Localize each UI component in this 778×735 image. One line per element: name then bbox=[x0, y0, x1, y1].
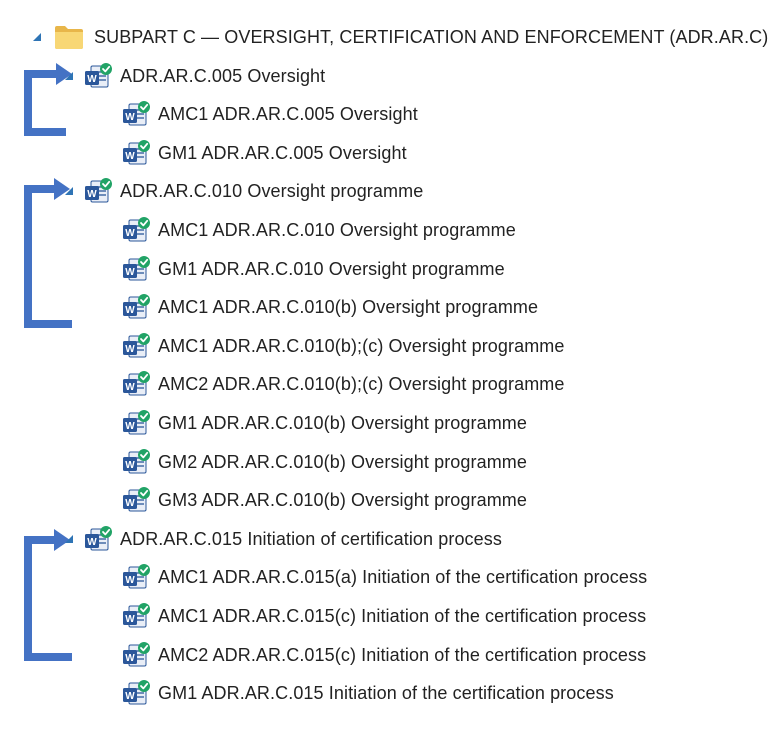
document-label: AMC1 ADR.AR.C.015(c) Initiation of the c… bbox=[158, 605, 647, 626]
word-doc-synced-icon: W bbox=[123, 294, 150, 319]
tree-row-document[interactable]: W GM1 ADR.AR.C.010(b) Oversight programm… bbox=[122, 407, 527, 439]
collapse-toggle[interactable] bbox=[30, 21, 44, 53]
tree-row-group[interactable]: W ADR.AR.C.010 Oversight programme bbox=[62, 175, 423, 207]
word-doc-synced-icon: W bbox=[85, 526, 112, 551]
document-label: GM3 ADR.AR.C.010(b) Oversight programme bbox=[158, 489, 528, 510]
tree-row-document[interactable]: W GM3 ADR.AR.C.010(b) Oversight programm… bbox=[122, 484, 527, 516]
word-doc-synced-icon: W bbox=[85, 63, 112, 88]
word-doc-synced-icon: W bbox=[123, 256, 150, 281]
document-label: AMC1 ADR.AR.C.015(a) Initiation of the c… bbox=[158, 566, 648, 587]
document-label: GM1 ADR.AR.C.015 Initiation of the certi… bbox=[158, 682, 614, 703]
svg-text:W: W bbox=[125, 691, 135, 702]
tree-row-document[interactable]: W GM1 ADR.AR.C.015 Initiation of the cer… bbox=[122, 677, 614, 709]
folder-label: SUBPART C — OVERSIGHT, CERTIFICATION AND… bbox=[94, 26, 769, 47]
tree-row-document[interactable]: W AMC1 ADR.AR.C.015(a) Initiation of the… bbox=[122, 561, 647, 593]
word-doc-synced-icon: W bbox=[123, 487, 150, 512]
expanded-triangle-icon bbox=[65, 72, 73, 80]
tree-row-document[interactable]: W GM2 ADR.AR.C.010(b) Oversight programm… bbox=[122, 446, 527, 478]
word-doc-synced-icon: W bbox=[123, 217, 150, 242]
tree-row-document[interactable]: W AMC2 ADR.AR.C.015(c) Initiation of the… bbox=[122, 639, 646, 671]
tree-row-group[interactable]: W ADR.AR.C.015 Initiation of certificati… bbox=[62, 523, 502, 555]
tree-row-group[interactable]: W ADR.AR.C.005 Oversight bbox=[62, 60, 325, 92]
word-doc-synced-icon: W bbox=[123, 642, 150, 667]
expanded-triangle-icon bbox=[65, 187, 73, 195]
document-label: AMC1 ADR.AR.C.010(b) Oversight programme bbox=[158, 296, 539, 317]
document-label: GM1 ADR.AR.C.005 Oversight bbox=[158, 142, 407, 163]
bracket-group-005 bbox=[24, 70, 66, 136]
svg-text:W: W bbox=[125, 305, 135, 316]
tree-row-document[interactable]: W GM1 ADR.AR.C.010 Oversight programme bbox=[122, 253, 505, 285]
tree-row-document[interactable]: W GM1 ADR.AR.C.005 Oversight bbox=[122, 137, 407, 169]
word-doc-synced-icon: W bbox=[123, 371, 150, 396]
tree-row-document[interactable]: W AMC1 ADR.AR.C.010(b) Oversight program… bbox=[122, 291, 538, 323]
svg-text:W: W bbox=[125, 421, 135, 432]
word-doc-synced-icon: W bbox=[123, 680, 150, 705]
document-label: AMC1 ADR.AR.C.010 Oversight programme bbox=[158, 219, 516, 240]
word-doc-synced-icon: W bbox=[85, 178, 112, 203]
bracket-group-015 bbox=[24, 536, 72, 661]
tree-row-document[interactable]: W AMC1 ADR.AR.C.015(c) Initiation of the… bbox=[122, 600, 646, 632]
group-label: ADR.AR.C.010 Oversight programme bbox=[120, 180, 424, 201]
tree-row-document[interactable]: W AMC1 ADR.AR.C.010 Oversight programme bbox=[122, 214, 516, 246]
collapse-toggle[interactable] bbox=[62, 523, 76, 555]
svg-text:W: W bbox=[125, 614, 135, 625]
svg-text:W: W bbox=[125, 151, 135, 162]
svg-text:W: W bbox=[125, 112, 135, 123]
bracket-group-010 bbox=[24, 185, 72, 328]
svg-text:W: W bbox=[125, 460, 135, 471]
word-doc-synced-icon: W bbox=[123, 410, 150, 435]
svg-text:W: W bbox=[125, 653, 135, 664]
document-label: AMC2 ADR.AR.C.010(b);(c) Oversight progr… bbox=[158, 373, 565, 394]
svg-text:W: W bbox=[125, 228, 135, 239]
tree-row-document[interactable]: W AMC2 ADR.AR.C.010(b);(c) Oversight pro… bbox=[122, 368, 565, 400]
svg-text:W: W bbox=[87, 537, 97, 548]
svg-text:W: W bbox=[125, 344, 135, 355]
document-label: AMC1 ADR.AR.C.005 Oversight bbox=[158, 103, 418, 124]
svg-text:W: W bbox=[125, 382, 135, 393]
svg-text:W: W bbox=[87, 189, 97, 200]
document-label: AMC1 ADR.AR.C.010(b);(c) Oversight progr… bbox=[158, 335, 565, 356]
group-label: ADR.AR.C.005 Oversight bbox=[120, 65, 326, 86]
document-label: GM1 ADR.AR.C.010 Oversight programme bbox=[158, 258, 505, 279]
word-doc-synced-icon: W bbox=[123, 333, 150, 358]
collapse-toggle[interactable] bbox=[62, 175, 76, 207]
svg-text:W: W bbox=[125, 575, 135, 586]
word-doc-synced-icon: W bbox=[123, 449, 150, 474]
svg-text:W: W bbox=[87, 74, 97, 85]
folder-icon bbox=[55, 26, 83, 49]
tree-row-document[interactable]: W AMC1 ADR.AR.C.005 Oversight bbox=[122, 98, 418, 130]
word-doc-synced-icon: W bbox=[123, 101, 150, 126]
document-label: GM1 ADR.AR.C.010(b) Oversight programme bbox=[158, 412, 528, 433]
word-doc-synced-icon: W bbox=[123, 140, 150, 165]
document-label: GM2 ADR.AR.C.010(b) Oversight programme bbox=[158, 451, 528, 472]
document-label: AMC2 ADR.AR.C.015(c) Initiation of the c… bbox=[158, 644, 647, 665]
svg-text:W: W bbox=[125, 267, 135, 278]
svg-text:W: W bbox=[125, 498, 135, 509]
group-label: ADR.AR.C.015 Initiation of certification… bbox=[120, 528, 502, 549]
expanded-triangle-icon bbox=[33, 33, 41, 41]
expanded-triangle-icon bbox=[65, 535, 73, 543]
word-doc-synced-icon: W bbox=[123, 564, 150, 589]
word-doc-synced-icon: W bbox=[123, 603, 150, 628]
tree-row-document[interactable]: W AMC1 ADR.AR.C.010(b);(c) Oversight pro… bbox=[122, 330, 565, 362]
tree-row-root-folder[interactable]: SUBPART C — OVERSIGHT, CERTIFICATION AND… bbox=[30, 21, 768, 53]
collapse-toggle[interactable] bbox=[62, 60, 76, 92]
